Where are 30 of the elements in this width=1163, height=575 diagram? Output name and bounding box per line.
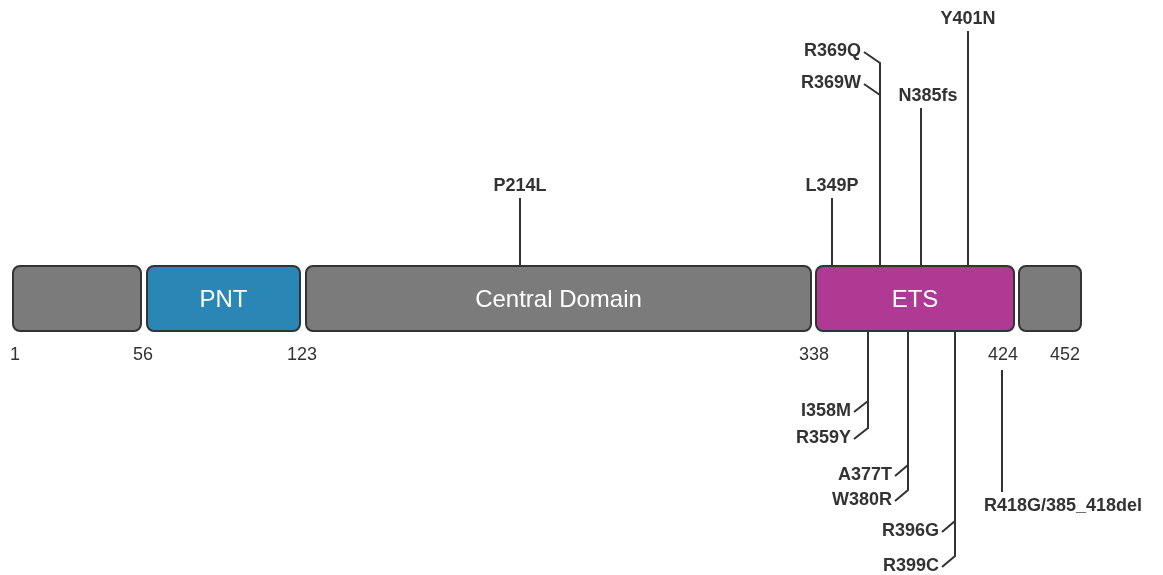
mutation-label: R359Y [795,427,851,447]
leader-line [831,197,833,266]
mutation-label: R399C [882,555,939,575]
mutation-label: I358M [800,400,851,420]
position-number: 1 [10,344,20,364]
position-number: 452 [1050,344,1080,364]
mutation-label: P214L [493,175,547,195]
leader-line [1001,369,1003,493]
leader-line [920,107,922,266]
position-number: 424 [988,344,1018,364]
mutation-label: R396G [881,520,939,540]
position-number: 338 [799,344,829,364]
domain-bar: PNT [146,265,301,332]
mutation-label: R369Q [803,40,861,60]
leader-line [519,197,521,266]
mutation-label: L349P [805,175,859,195]
leader-line [967,30,969,266]
mutation-label: N385fs [898,85,958,105]
domain-bar: ETS [815,265,1015,332]
mutation-label: Y401N [940,8,996,28]
domain-bar: Central Domain [305,265,812,332]
mutation-label: R418G/385_418del [983,495,1143,515]
segment-bar [12,265,142,332]
mutation-label: W380R [831,489,892,509]
leader-line [853,331,869,440]
mutation-label: R369W [800,72,861,92]
position-number: 123 [287,344,317,364]
mutation-label: A377T [837,464,892,484]
segment-bar [1018,265,1082,332]
position-number: 56 [133,344,153,364]
